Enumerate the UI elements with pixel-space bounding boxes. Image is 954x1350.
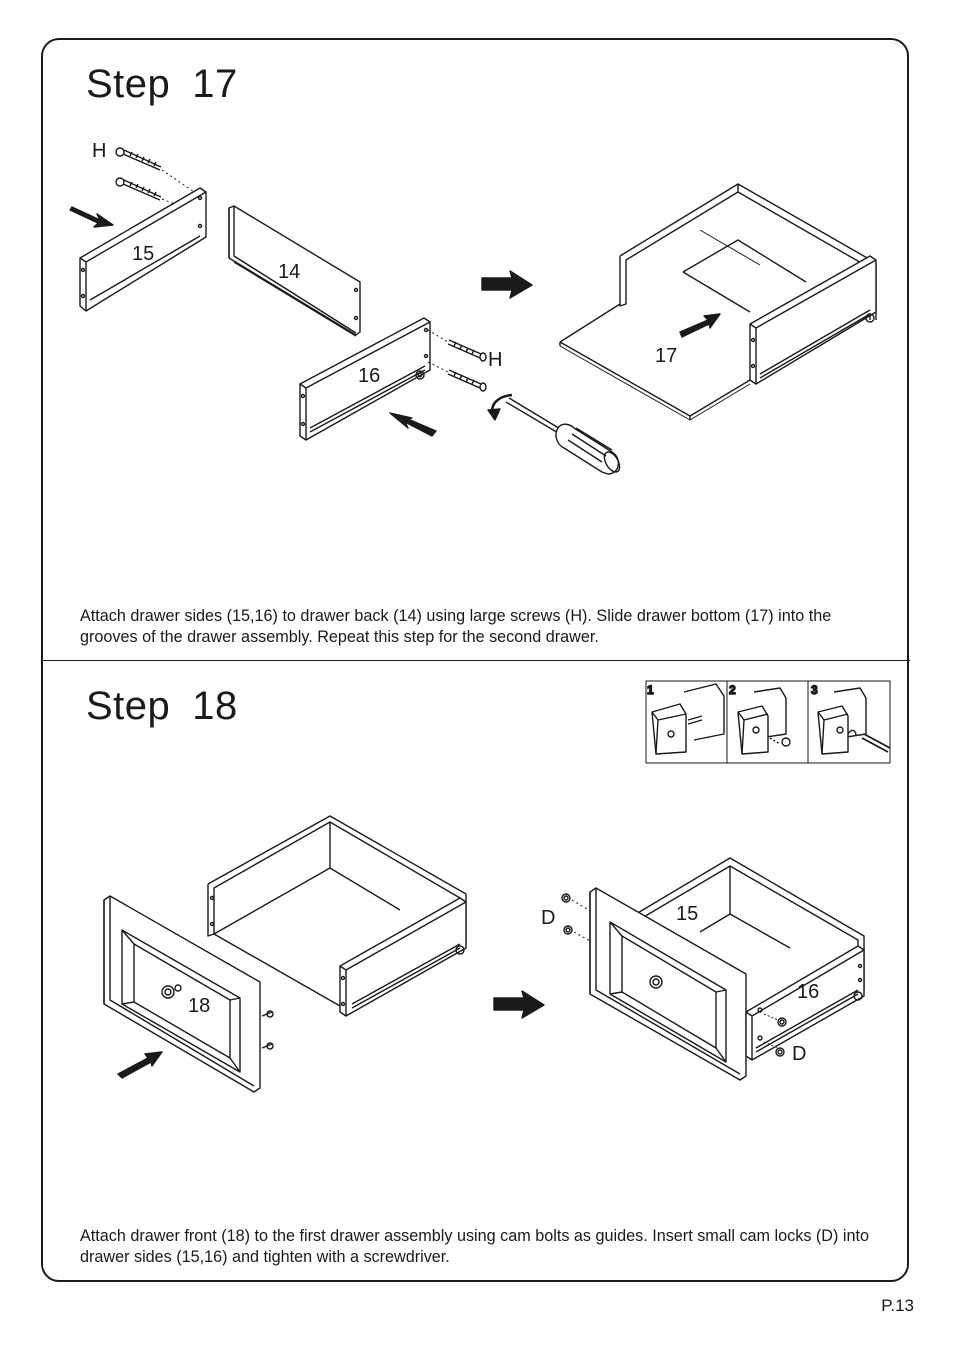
arrow-icon xyxy=(69,206,114,228)
cam-bolts xyxy=(261,1010,274,1050)
label-15: 15 xyxy=(132,243,154,265)
drawer-assembled xyxy=(589,857,865,1081)
arrow-icon xyxy=(679,313,721,338)
step-17-caption: Attach drawer sides (15,16) to drawer ba… xyxy=(80,607,832,646)
label-h-left: H xyxy=(92,140,106,162)
drawer-front-18 xyxy=(103,895,261,1093)
inset-step-1: 1 xyxy=(647,683,654,697)
drawer-side-15 xyxy=(79,187,207,312)
step-divider xyxy=(42,660,910,661)
drawer-box-left xyxy=(207,815,467,1017)
inset-step-2: 2 xyxy=(729,683,736,697)
screw-h-left-top xyxy=(115,147,162,171)
label-17: 17 xyxy=(655,345,677,367)
label-h-right: H xyxy=(488,349,502,371)
label-14: 14 xyxy=(278,261,300,283)
arrow-right-icon xyxy=(493,990,545,1019)
drawer-back-14 xyxy=(228,205,361,337)
drawer-box-assembly xyxy=(559,183,877,421)
screw-h-right-bottom xyxy=(447,369,487,392)
step-number: 17 xyxy=(192,62,238,106)
step-18-title: Step 18 xyxy=(86,684,238,729)
screw-h-left-bottom xyxy=(115,177,162,201)
arrow-right-icon xyxy=(481,270,533,299)
label-16: 16 xyxy=(358,365,380,387)
label-16-assembled: 16 xyxy=(797,981,819,1003)
label-15-assembled: 15 xyxy=(676,903,698,925)
label-d-top: D xyxy=(541,907,555,929)
step-17-illustration: H 15 14 16 H 17 xyxy=(69,140,877,475)
step-word: Step xyxy=(86,62,171,106)
drawer-side-16 xyxy=(299,317,431,441)
step-number: 18 xyxy=(192,684,238,728)
screw-h-right-top xyxy=(447,339,487,362)
step-18-caption: Attach drawer front (18) to the first dr… xyxy=(80,1227,869,1266)
cam-lock-inset xyxy=(645,680,891,764)
inset-step-3: 3 xyxy=(811,683,818,697)
arrow-icon xyxy=(389,412,437,437)
screwdriver-icon xyxy=(505,397,621,475)
label-d-bottom: D xyxy=(792,1043,806,1065)
label-18: 18 xyxy=(188,995,210,1017)
cam-locks-d-top xyxy=(561,893,593,943)
page-number: P.13 xyxy=(881,1296,914,1315)
step-17-title: Step 17 xyxy=(86,62,238,107)
step-word: Step xyxy=(86,684,171,728)
arrow-icon xyxy=(117,1051,163,1079)
